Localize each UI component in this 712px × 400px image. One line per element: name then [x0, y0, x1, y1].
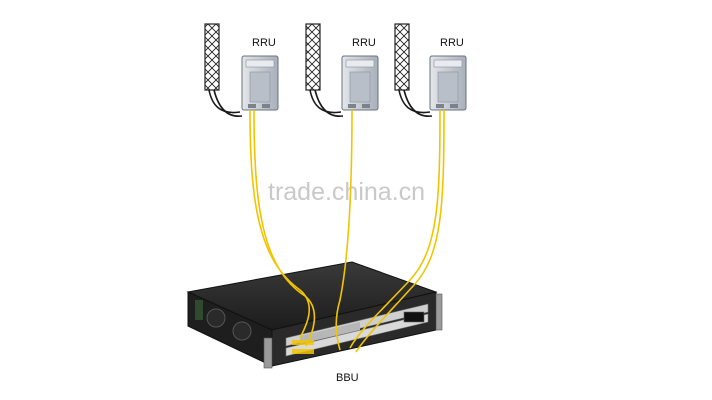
- coax-cable: [314, 89, 344, 117]
- fiber-link-2: [335, 109, 353, 351]
- fiber-link-3: [349, 109, 441, 349]
- coax-cable: [208, 89, 241, 114]
- antenna-icon: [394, 23, 410, 91]
- fiber-link-3: [355, 109, 445, 353]
- coax-cable: [213, 89, 243, 117]
- rru-unit-icon: [341, 55, 379, 111]
- fiber-link-1: [253, 109, 316, 347]
- cell-site-3: RRU: [394, 23, 467, 117]
- cell-site-1: RRU: [204, 23, 279, 117]
- rru-label: RRU: [252, 37, 276, 49]
- coax-cable: [403, 89, 433, 117]
- watermark-text: trade.china.cn: [268, 178, 425, 206]
- rru-unit-icon: [241, 55, 279, 111]
- coax-cable: [398, 89, 431, 114]
- rru-label: RRU: [440, 37, 464, 49]
- bbu-chassis-icon: [186, 261, 443, 369]
- rru-label: RRU: [352, 37, 376, 49]
- bbu-label: BBU: [336, 372, 359, 384]
- rru-unit-icon: [429, 55, 467, 111]
- antenna-icon: [204, 23, 220, 91]
- cell-site-2: RRU: [305, 23, 379, 117]
- antenna-icon: [305, 23, 321, 91]
- coax-cable: [309, 89, 342, 114]
